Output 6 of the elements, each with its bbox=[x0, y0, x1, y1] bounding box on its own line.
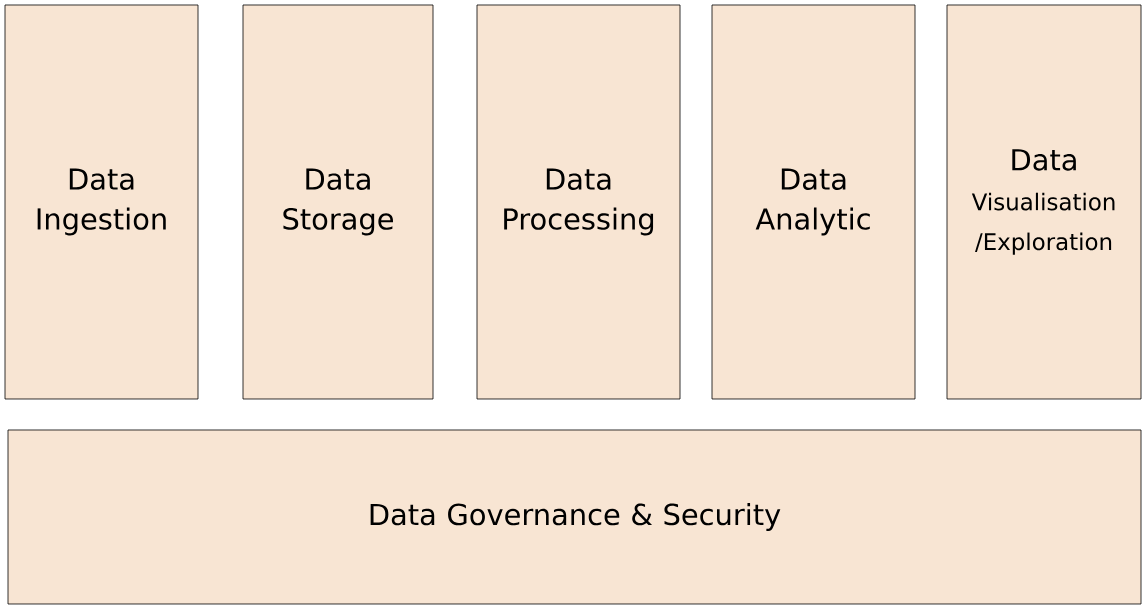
layer-box: Data Analytic bbox=[711, 4, 916, 400]
layer-box: Data Visualisation /Exploration bbox=[946, 4, 1142, 400]
layer-box: Data Processing bbox=[476, 4, 681, 400]
layer-box: Data Storage bbox=[242, 4, 434, 400]
layer-box: Data Governance & Security bbox=[7, 429, 1142, 605]
layer-box: Data Ingestion bbox=[4, 4, 199, 400]
